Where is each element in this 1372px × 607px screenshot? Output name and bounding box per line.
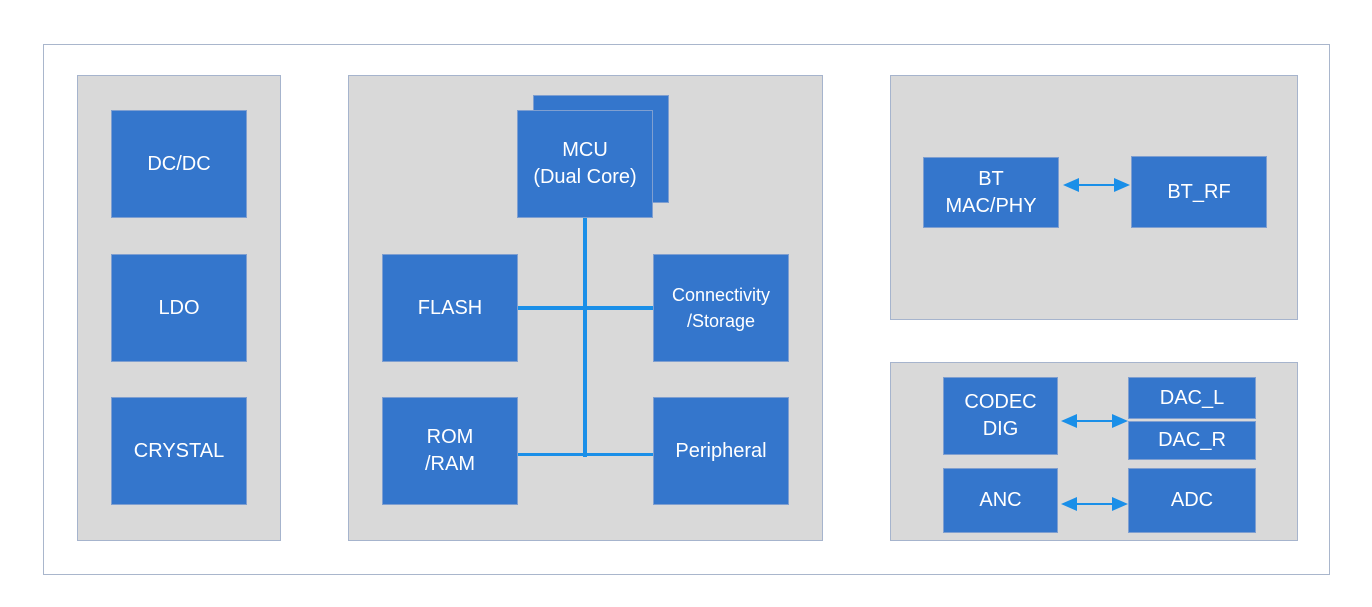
dac-l-block: DAC_L	[1128, 377, 1256, 419]
codec-dig-block: CODEC DIG	[943, 377, 1058, 455]
ldo-block: LDO	[111, 254, 247, 362]
flash-block: FLASH	[382, 254, 518, 362]
rom-ram-block: ROM /RAM	[382, 397, 518, 505]
peripheral-block: Peripheral	[653, 397, 789, 505]
connectivity-storage-block: Connectivity /Storage	[653, 254, 789, 362]
mcu-block: MCU (Dual Core)	[517, 110, 653, 218]
bus-bottom-horizontal	[517, 453, 654, 456]
dac-r-block: DAC_R	[1128, 421, 1256, 460]
bus-top-horizontal	[517, 306, 654, 310]
dcdc-block: DC/DC	[111, 110, 247, 218]
adc-block: ADC	[1128, 468, 1256, 533]
anc-block: ANC	[943, 468, 1058, 533]
bt-rf-block: BT_RF	[1131, 156, 1267, 228]
bt-mac-phy-block: BT MAC/PHY	[923, 157, 1059, 228]
bus-vertical	[583, 218, 587, 457]
crystal-block: CRYSTAL	[111, 397, 247, 505]
